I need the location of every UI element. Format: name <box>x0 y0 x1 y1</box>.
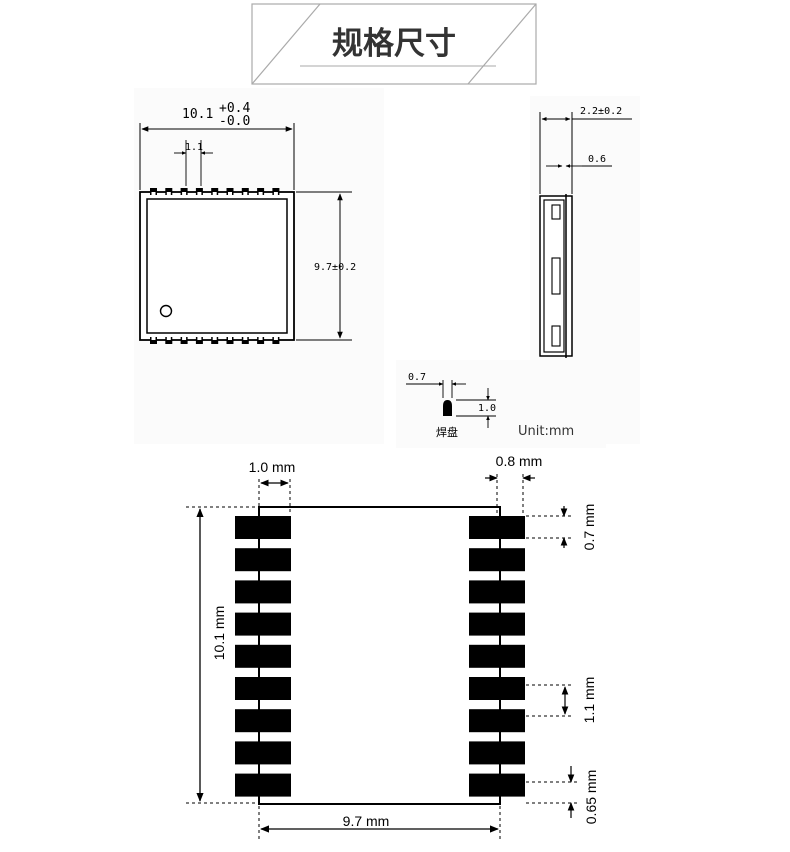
right-pad <box>469 612 525 636</box>
pad-thickness-label: 0.6 <box>588 154 606 165</box>
top-pad <box>226 188 234 195</box>
top-pad <box>165 188 173 195</box>
top-pad-gap <box>258 192 263 196</box>
right-pad <box>469 580 525 604</box>
title-banner: 规格尺寸 <box>251 3 537 85</box>
left-pad <box>235 677 291 700</box>
bottom-pad-gap <box>197 336 202 340</box>
top-pad <box>150 188 157 195</box>
top-pads <box>150 188 280 196</box>
bottom-pad-gap <box>151 336 156 340</box>
top-pad-gap <box>197 192 202 196</box>
right-pad <box>469 709 525 733</box>
left-pad <box>235 644 291 668</box>
left-pad <box>235 773 291 797</box>
top-pad-gap <box>212 192 217 196</box>
width-base-label: 10.1 <box>182 107 213 122</box>
pitch-mm-label: 1.1 mm <box>581 677 597 724</box>
height-mm-label: 10.1 mm <box>211 606 227 660</box>
height-label: 9.7±0.2 <box>314 262 356 273</box>
unit-label: Unit:mm <box>518 424 574 439</box>
right-pad <box>469 773 525 797</box>
bottom-pad-gap <box>273 336 278 340</box>
pin1-marker <box>159 304 173 318</box>
bottom-pad <box>195 337 203 344</box>
left-pad <box>235 580 291 604</box>
right-pad <box>469 677 525 700</box>
width-tol-minus-label: -0.0 <box>219 114 250 129</box>
pad-height-mm-label: 0.7 mm <box>581 504 597 551</box>
top-pad-gap <box>166 192 171 196</box>
top-pad-gap <box>182 192 187 196</box>
bottom-pad <box>165 337 173 344</box>
bottom-pad <box>211 337 219 344</box>
left-pad <box>235 741 291 765</box>
bottom-pad <box>226 337 234 344</box>
pad-detail: 0.7 1.0 焊盘 Unit:mm <box>396 360 606 448</box>
pad-label: 焊盘 <box>436 425 458 439</box>
bottom-pad-gap <box>228 336 232 340</box>
bottom-pad <box>180 337 188 344</box>
top-pad <box>180 188 188 195</box>
top-pad <box>211 188 219 195</box>
left-pad <box>235 709 291 733</box>
top-pad-gap <box>273 192 278 196</box>
top-pad <box>257 188 265 195</box>
footprint: 1.0 mm 0.8 mm 10.1 mm 0.7 mm 1.1 mm 0.65… <box>186 453 599 842</box>
bottom-pad <box>257 337 265 344</box>
left-pad <box>235 548 291 572</box>
bottom-pad-gap <box>258 336 263 340</box>
bottom-pad <box>150 337 157 344</box>
right-pad <box>469 548 525 572</box>
pitch-label: 1.1 <box>185 142 203 153</box>
pad-width-label: 0.7 <box>408 372 426 383</box>
pad-height-label: 1.0 <box>478 403 496 414</box>
top-pad-gap <box>228 192 232 196</box>
pad-width-mm-label: 0.8 mm <box>496 453 543 469</box>
top-pad <box>195 188 203 195</box>
right-pad <box>469 741 525 765</box>
left-pad <box>235 516 291 539</box>
top-pad <box>241 188 249 195</box>
pad-length-label: 1.0 mm <box>249 459 296 475</box>
top-view: 10.1 +0.4 -0.0 1.1 9.7±0.2 <box>134 88 384 444</box>
top-pad-gap <box>151 192 156 196</box>
left-pad-column <box>235 516 291 797</box>
bottom-pad <box>241 337 249 344</box>
footprint-outline <box>258 506 501 805</box>
right-pad <box>469 516 525 539</box>
top-pad-gap <box>243 192 248 196</box>
page-title: 规格尺寸 <box>332 26 456 62</box>
bottom-pad <box>272 337 280 344</box>
bottom-pad-gap <box>166 336 171 340</box>
thickness-label: 2.2±0.2 <box>580 106 622 117</box>
width-mm-label: 9.7 mm <box>343 813 390 829</box>
bottom-pad-gap <box>212 336 217 340</box>
pad-shape-icon <box>443 400 452 416</box>
top-pad <box>272 188 280 195</box>
bottom-pad-gap <box>243 336 248 340</box>
edge-offset-mm-label: 0.65 mm <box>583 770 599 824</box>
right-pad-column <box>469 516 525 797</box>
left-pad <box>235 612 291 636</box>
right-pad <box>469 644 525 668</box>
width-tol-plus-label: +0.4 <box>219 101 250 116</box>
bottom-pad-gap <box>182 336 187 340</box>
bottom-pads <box>150 336 280 344</box>
